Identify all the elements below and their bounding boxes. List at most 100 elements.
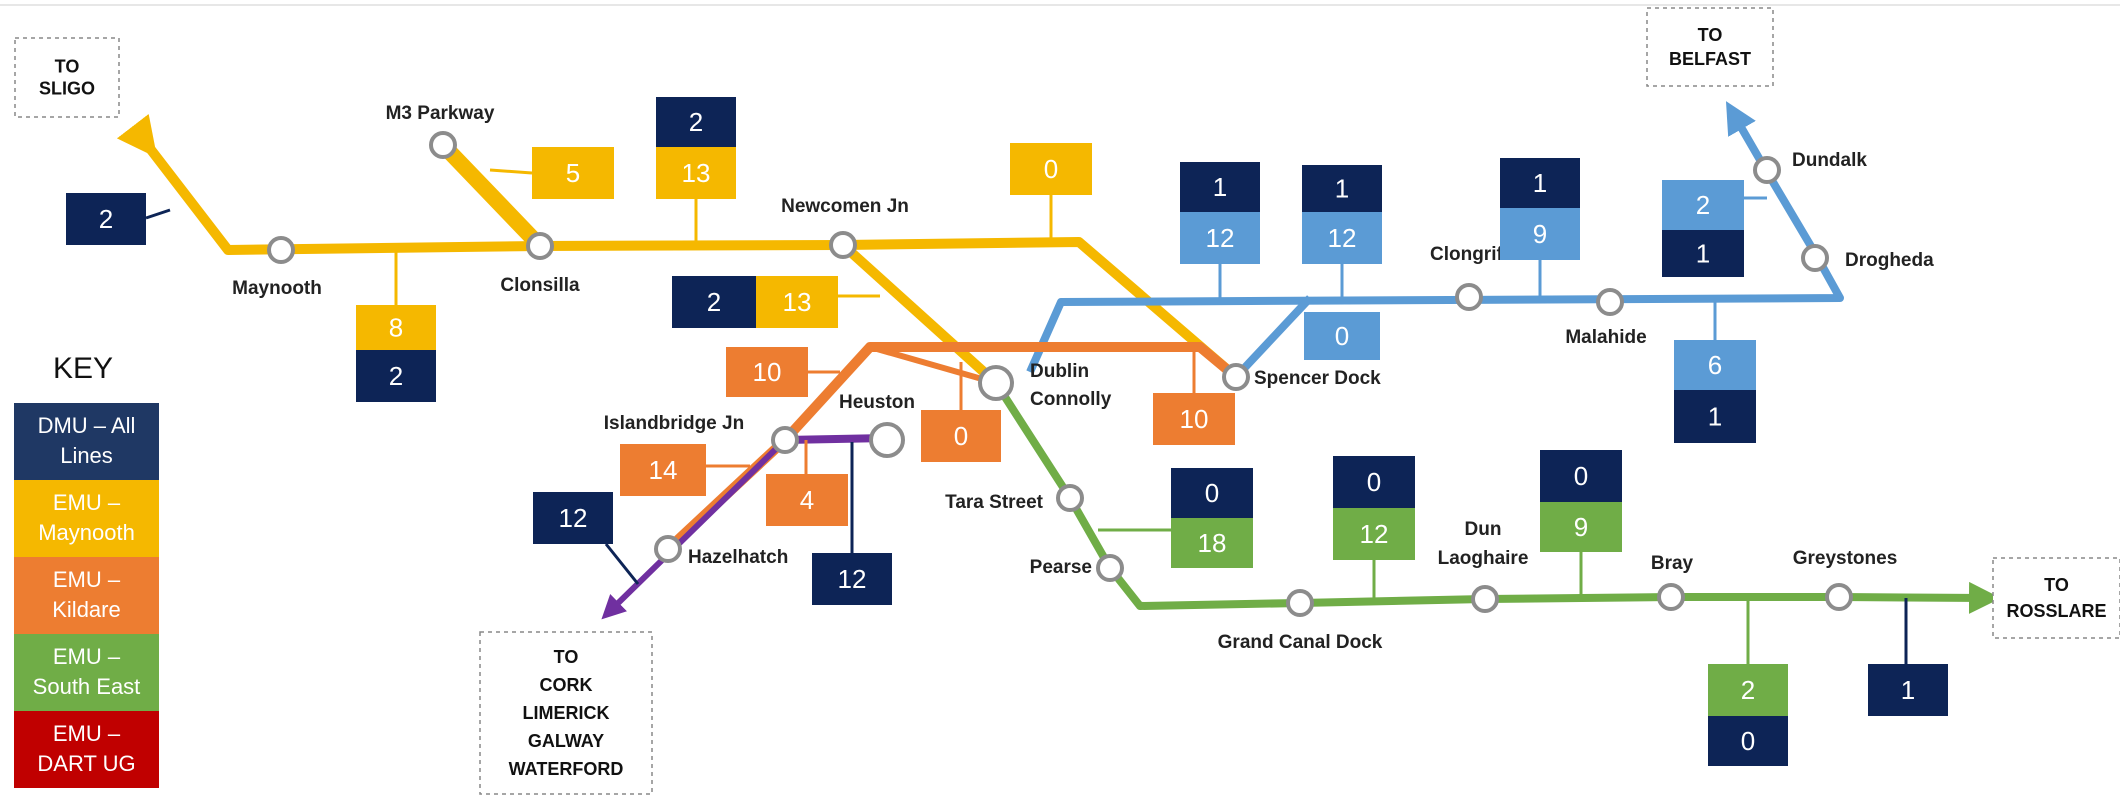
newcomen-connolly-link bbox=[839, 241, 1000, 387]
kildare-connolly-link bbox=[869, 344, 997, 386]
count-north1-emu-box bbox=[1180, 212, 1260, 264]
destination-rosslare-box bbox=[1992, 557, 2120, 639]
station-islandbridge-jn-label: Islandbridge Jn bbox=[604, 413, 744, 434]
station-clonsilla-marker bbox=[526, 232, 554, 260]
count-clonsilla-dmu-box bbox=[656, 97, 736, 147]
track-lines bbox=[116, 101, 2001, 620]
legend-south-east-label: South East bbox=[33, 674, 141, 699]
count-tara-emu-box bbox=[1171, 518, 1253, 568]
count-maynooth-emu-box bbox=[356, 305, 436, 350]
destination-belfast-line: TO bbox=[1698, 25, 1723, 45]
legend-south-east-swatch bbox=[14, 634, 159, 711]
station-pearse-label: Pearse bbox=[1030, 557, 1092, 578]
station-islandbridge-jn-marker bbox=[771, 426, 799, 454]
station-maynooth-label: Maynooth bbox=[232, 278, 322, 299]
count-spencer-kildare-emu-box bbox=[1153, 393, 1235, 445]
station-dundalk-marker bbox=[1753, 156, 1781, 184]
count-greystones-dmu-value: 1 bbox=[1901, 675, 1915, 705]
count-connolly-kildare-emu-value: 0 bbox=[954, 421, 968, 451]
station-malahide-label: Malahide bbox=[1565, 327, 1646, 348]
count-bray-emu-box bbox=[1708, 664, 1788, 716]
south-east-line bbox=[992, 380, 2001, 614]
count-greystones-dmu-box bbox=[1868, 664, 1948, 716]
count-heuston-dmu-value: 12 bbox=[838, 564, 867, 594]
legend-dmu-swatch bbox=[14, 403, 159, 480]
destination-rosslare-line: ROSSLARE bbox=[2006, 601, 2106, 621]
count-dunl-emu-box bbox=[1540, 502, 1622, 552]
station-tara-street-label: Tara Street bbox=[945, 492, 1044, 513]
count-malahide-dmu-value: 1 bbox=[1708, 402, 1722, 432]
count-dundalk-dmu-box bbox=[1662, 230, 1744, 277]
destination-boxes: TOSLIGOTOBELFASTTOROSSLARETOCORKLIMERICK… bbox=[14, 7, 2120, 795]
station-clonsilla-label: Clonsilla bbox=[500, 275, 580, 296]
count-sligo-dmu-value: 2 bbox=[99, 204, 113, 234]
legend-kildare-label: Kildare bbox=[52, 597, 120, 622]
count-hazelhatch-dmu-value: 12 bbox=[559, 503, 588, 533]
station-spencer-dock-label: Spencer Dock bbox=[1254, 368, 1381, 389]
station-drogheda-label: Drogheda bbox=[1845, 250, 1934, 271]
station-greystones-marker bbox=[1825, 583, 1853, 611]
destination-belfast-box bbox=[1646, 7, 1774, 87]
station-dun-laoghaire-marker bbox=[1471, 585, 1499, 613]
station-bray-marker bbox=[1657, 583, 1685, 611]
count-clongriffin-emu-value: 9 bbox=[1533, 219, 1547, 249]
count-north1-dmu-value: 1 bbox=[1213, 172, 1227, 202]
count-maynooth-emu-value: 8 bbox=[389, 313, 403, 343]
station-clongriffin-marker bbox=[1455, 283, 1483, 311]
count-malahide-emu-value: 6 bbox=[1708, 350, 1722, 380]
station-m3-parkway-marker bbox=[429, 131, 457, 159]
count-bray-dmu-value: 0 bbox=[1741, 726, 1755, 756]
count-gcd-dmu-value: 0 bbox=[1367, 467, 1381, 497]
station-hazelhatch-marker bbox=[654, 535, 682, 563]
destination-sligo-box bbox=[14, 37, 120, 118]
count-m3-emu-value: 5 bbox=[566, 158, 580, 188]
count-connolly-west-emu-value: 13 bbox=[783, 287, 812, 317]
m3-parkway-branch bbox=[437, 139, 546, 252]
count-dundalk-dmu-value: 1 bbox=[1696, 239, 1710, 269]
count-islandbridge-emu-value: 14 bbox=[649, 455, 678, 485]
count-leader-lines bbox=[145, 168, 1908, 664]
station-newcomen-jn-marker bbox=[829, 231, 857, 259]
legend-maynooth-label: EMU – bbox=[53, 490, 121, 515]
legend-dart-ug-label: DART UG bbox=[37, 751, 135, 776]
station-dundalk-label: Dundalk bbox=[1792, 150, 1867, 171]
legend-dart-ug-swatch bbox=[14, 711, 159, 788]
legend-kildare-label: EMU – bbox=[53, 567, 121, 592]
count-newcomen-emu-value: 0 bbox=[1044, 154, 1058, 184]
count-connolly-west-dmu-value: 2 bbox=[707, 287, 721, 317]
legend-maynooth-label: Maynooth bbox=[38, 520, 135, 545]
station-newcomen-jn-label: Newcomen Jn bbox=[781, 196, 909, 217]
count-bray-dmu-box bbox=[1708, 716, 1788, 766]
maynooth-line bbox=[116, 113, 1240, 381]
destination-rosslare-line: TO bbox=[2044, 575, 2069, 595]
count-clongriffin-dmu-box bbox=[1500, 158, 1580, 208]
count-dunl-dmu-value: 0 bbox=[1574, 461, 1588, 491]
station-maynooth-marker bbox=[267, 236, 295, 264]
count-clongriffin-dmu-value: 1 bbox=[1533, 168, 1547, 198]
count-north2-emu-value: 12 bbox=[1328, 223, 1357, 253]
count-connolly-west-dmu-box bbox=[672, 276, 756, 328]
count-maynooth-dmu-box bbox=[356, 350, 436, 402]
count-north1-emu-value: 12 bbox=[1206, 223, 1235, 253]
station-m3-parkway-label: M3 Parkway bbox=[386, 103, 495, 124]
destination-south-line: LIMERICK bbox=[523, 703, 610, 723]
destination-south-line: WATERFORD bbox=[509, 759, 624, 779]
legend-dmu-label: Lines bbox=[60, 443, 113, 468]
count-malahide-dmu-box bbox=[1674, 390, 1756, 443]
count-connolly-west-emu-box bbox=[756, 276, 838, 328]
destination-south-box bbox=[479, 631, 653, 795]
destination-belfast-line: BELFAST bbox=[1669, 49, 1751, 69]
count-tara-emu-value: 18 bbox=[1198, 528, 1227, 558]
count-spencer-north-emu-box bbox=[1304, 312, 1380, 360]
count-malahide-emu-box bbox=[1674, 340, 1756, 390]
destination-south-line: GALWAY bbox=[528, 731, 604, 751]
count-heuston-dmu-box bbox=[812, 553, 892, 605]
count-clonsilla-emu-value: 13 bbox=[682, 158, 711, 188]
legend-maynooth-swatch bbox=[14, 480, 159, 557]
count-north2-emu-box bbox=[1302, 212, 1382, 264]
destination-sligo-line: SLIGO bbox=[39, 79, 95, 99]
